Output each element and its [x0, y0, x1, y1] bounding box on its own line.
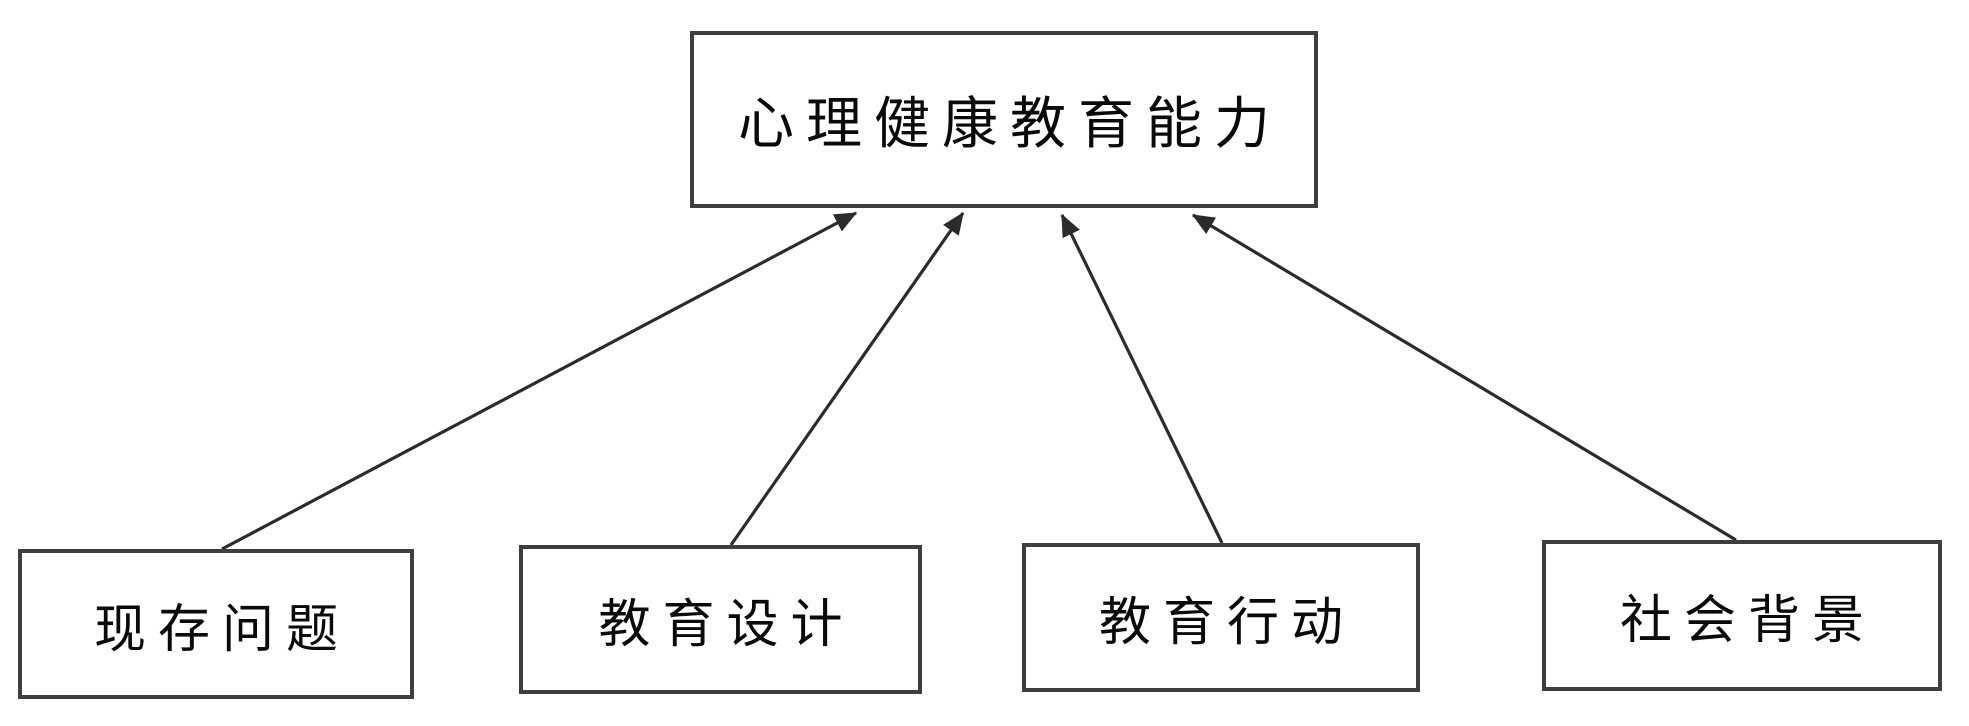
node-mental-health-education-ability: 心理健康教育能力 [690, 31, 1318, 208]
arrow-education-action-to-ability [1060, 213, 1224, 544]
node-label: 心理健康教育能力 [738, 94, 1282, 156]
node-label: 社会背景 [1619, 593, 1876, 650]
arrow-existing-problems-to-ability [221, 211, 858, 551]
node-existing-problems: 现存问题 [18, 549, 414, 699]
node-label: 教育行动 [1098, 595, 1355, 652]
node-label: 现存问题 [93, 601, 350, 659]
node-education-design: 教育设计 [519, 545, 922, 694]
arrow-social-background-to-ability [1191, 213, 1737, 542]
node-education-action: 教育行动 [1022, 543, 1420, 692]
arrow-education-design-to-ability [729, 211, 965, 546]
node-social-background: 社会背景 [1542, 540, 1942, 691]
node-label: 教育设计 [598, 597, 855, 654]
